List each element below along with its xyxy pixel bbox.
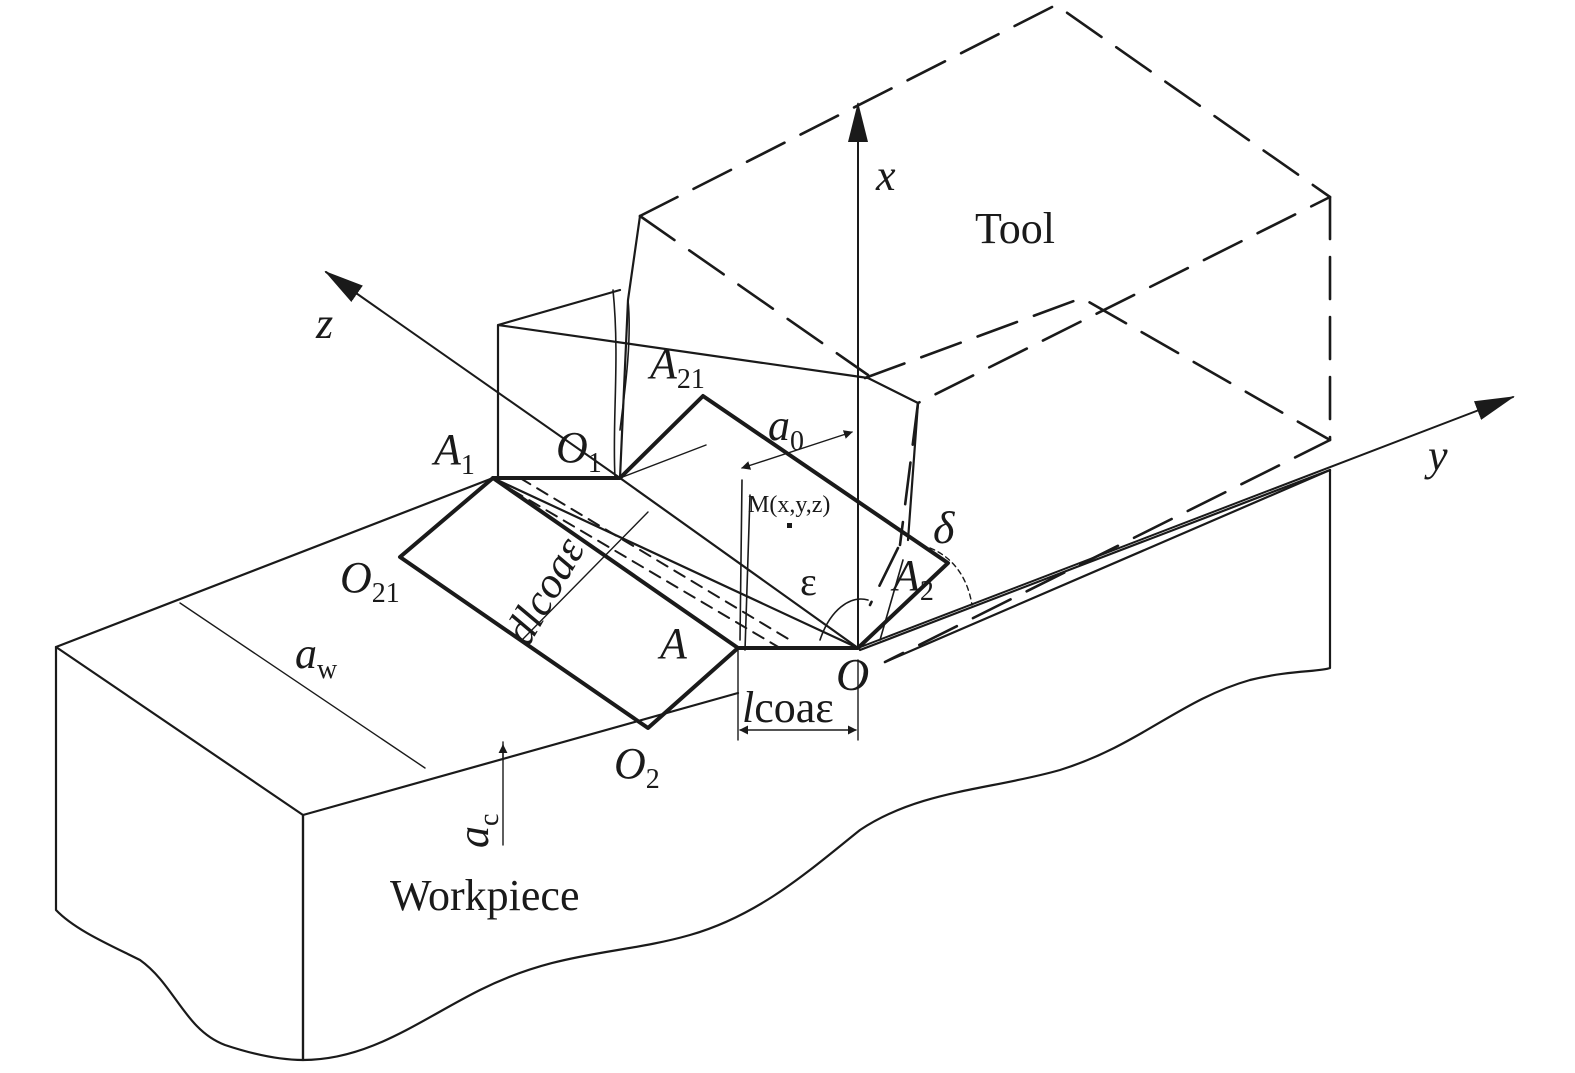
workpiece-top-front-edge — [301, 691, 740, 817]
workpiece-front-face — [54, 645, 305, 1062]
lcos-label: lcoaε — [742, 683, 834, 732]
a0-label: a0 — [768, 401, 804, 457]
cutting-edge-line — [491, 476, 860, 650]
workpiece-top-back-edge — [54, 476, 495, 649]
y-axis-arrow — [857, 396, 1515, 649]
point-o2-label: O2 — [614, 739, 660, 795]
point-a-label: A — [657, 619, 688, 668]
point-o21-label: O21 — [340, 553, 400, 609]
axes — [324, 102, 1515, 649]
z-axis-label: z — [315, 299, 333, 348]
point-o1-label: O1 — [556, 423, 602, 479]
tool-top-outline — [638, 3, 1332, 405]
a0-dimension-line — [741, 430, 853, 470]
dimensions — [179, 430, 973, 846]
shear-plane-chain — [511, 477, 791, 649]
workpiece-top-right-edge — [883, 468, 1332, 664]
labels: Tool Workpiece x y z O O1 O2 O21 A A1 A2… — [295, 151, 1448, 920]
cutting-geometry — [398, 394, 950, 730]
epsilon-label: ε — [800, 559, 817, 604]
tool-right-edge — [883, 195, 1332, 664]
tool-face-polygon — [491, 394, 950, 650]
epsilon-arc — [819, 598, 869, 641]
point-a1-label: A1 — [431, 425, 475, 481]
workpiece-side-face — [301, 468, 1332, 1062]
dlcos-label: dlcoaε — [494, 528, 594, 653]
point-m-label: M(x,y,z) — [748, 492, 830, 518]
aw-dimension-line — [179, 602, 426, 769]
x-axis-label: x — [875, 151, 896, 200]
workpiece-block — [54, 468, 1332, 1062]
workpiece-label: Workpiece — [390, 871, 579, 920]
aw-label: aw — [295, 629, 338, 685]
point-a2-label: A2 — [890, 551, 934, 607]
m-point-marker — [787, 523, 792, 528]
tool-shank-lines — [612, 289, 904, 651]
z-axis-arrow — [324, 270, 621, 479]
tool-block — [496, 3, 1332, 664]
tool-label: Tool — [975, 204, 1055, 253]
tool-inner-dashed — [638, 214, 1332, 607]
delta-label: δ — [933, 502, 955, 553]
delta-arc — [929, 547, 973, 606]
point-a21-label: A21 — [647, 339, 705, 395]
ac-label: ac — [449, 814, 505, 848]
y-axis-label: y — [1424, 431, 1448, 480]
point-o-label: O — [836, 649, 869, 700]
shear-zone-parallelogram — [398, 476, 740, 730]
